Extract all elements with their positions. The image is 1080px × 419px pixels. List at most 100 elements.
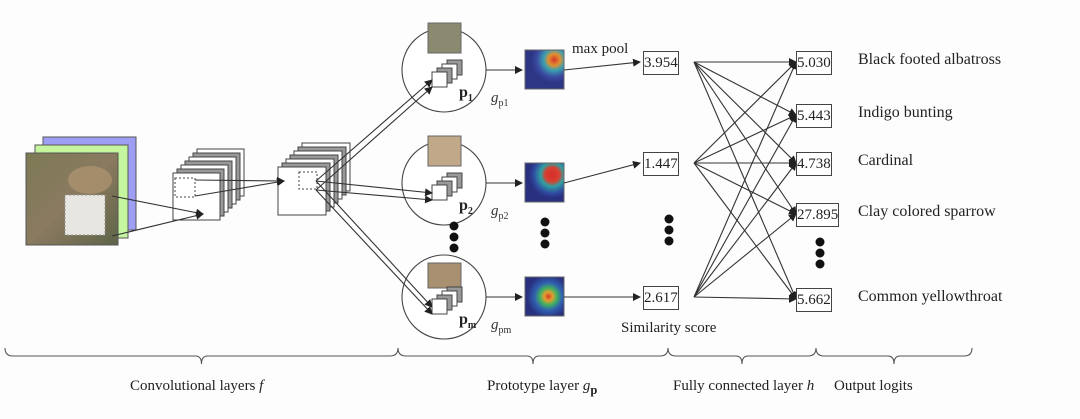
- ellipsis-dots-heatmaps: [540, 217, 550, 227]
- heatmap-to-score-1: [563, 58, 641, 71]
- g-subscript: p2: [498, 211, 509, 222]
- prototype-vector-layer: [431, 298, 448, 315]
- ellipsis-dots-outputs: [815, 237, 825, 247]
- prototype-symbol: p: [459, 197, 468, 214]
- prototype-vector-layer: [431, 184, 448, 201]
- latent-to-prototype-2: [315, 180, 433, 197]
- heatmap-to-score-2: [563, 160, 641, 184]
- fc-connection: [693, 61, 797, 164]
- output-logit-4: 27.895: [796, 203, 840, 227]
- input-arrow-2: [111, 211, 204, 237]
- section-text: Convolutional layers: [130, 378, 260, 394]
- similarity-score-label: Similarity score: [621, 320, 717, 336]
- section-label-2: Prototype layer gp: [487, 378, 597, 398]
- fc-connection: [693, 61, 797, 300]
- section-label-4: Output logits: [834, 378, 913, 395]
- g-subscript: p1: [498, 98, 509, 109]
- section-text: Prototype layer: [487, 378, 583, 394]
- similarity-score-2: 1.447: [643, 152, 679, 176]
- prototype-label-1: p1: [459, 84, 473, 104]
- brace-2: [397, 347, 669, 365]
- prototype-image-1: [427, 22, 462, 54]
- conv-receptive-field: [174, 177, 196, 198]
- ellipsis-dots-outputs: [815, 248, 825, 258]
- input-arrow-1: [111, 195, 204, 217]
- activation-heatmap-1: [524, 49, 565, 90]
- prototype-symbol: p: [459, 84, 468, 101]
- prototype-label-2: p2: [459, 197, 473, 217]
- output-logit-3: 4.738: [796, 152, 832, 176]
- latent-patch: [298, 171, 318, 190]
- g-subscript: pm: [498, 325, 512, 336]
- latent-to-prototype-b-2: [315, 189, 433, 204]
- g-label-1: gp1: [491, 90, 509, 109]
- brace-4: [815, 347, 973, 365]
- g-label-2: gp2: [491, 203, 509, 222]
- brace-3: [667, 347, 817, 365]
- fc-connection: [693, 162, 797, 300]
- g-label-3: gpm: [491, 317, 511, 336]
- bird-head: [68, 166, 112, 194]
- section-label-1: Convolutional layers f: [130, 378, 263, 395]
- prototype-symbol: p: [459, 311, 468, 328]
- g-symbol: g: [491, 203, 499, 219]
- input-patch: [64, 194, 106, 236]
- latent-feature-stack-layer: [277, 166, 327, 216]
- latent-to-prototype-b-1: [315, 86, 433, 191]
- output-logit-5: 5.662: [796, 288, 832, 312]
- prototype-index: 1: [467, 93, 473, 105]
- ellipsis-dots-prototypes: [449, 232, 459, 242]
- prototype-image-3: [427, 262, 462, 289]
- ellipsis-dots-outputs: [815, 259, 825, 269]
- section-symbol-subscript: p: [590, 383, 598, 397]
- section-text: Output logits: [834, 378, 913, 394]
- fc-connection: [693, 294, 797, 303]
- latent-to-prototype-1: [315, 79, 433, 182]
- fc-connection: [693, 61, 797, 215]
- class-label-4: Clay colored sparrow: [858, 203, 996, 220]
- fc-connection: [693, 114, 797, 164]
- prototype-image-2: [427, 135, 462, 167]
- ellipsis-dots-heatmaps: [540, 228, 550, 238]
- section-text: Fully connected layer: [673, 378, 807, 394]
- ellipsis-dots-heatmaps: [540, 239, 550, 249]
- similarity-score-1: 3.954: [643, 51, 679, 75]
- latent-to-prototype-3: [315, 180, 433, 308]
- max-pool-label: max pool: [572, 41, 629, 57]
- latent-to-prototype-b-3: [315, 189, 433, 315]
- fc-connection: [693, 213, 797, 298]
- g-symbol: g: [491, 90, 499, 106]
- fc-connection: [693, 114, 797, 298]
- similarity-score-3: 2.617: [643, 286, 679, 310]
- class-label-2: Indigo bunting: [858, 104, 953, 121]
- g-symbol: g: [491, 317, 499, 333]
- prototype-index: m: [467, 320, 477, 332]
- ellipsis-dots-scores: [664, 236, 674, 246]
- class-label-5: Common yellowthroat: [858, 288, 1003, 305]
- activation-heatmap-2: [524, 162, 565, 203]
- output-logit-2: 5.443: [796, 104, 832, 128]
- conv-arrow-1: [194, 178, 285, 197]
- section-symbol: g: [582, 378, 591, 394]
- prototype-index: 2: [467, 206, 473, 218]
- ellipsis-dots-scores: [664, 225, 674, 235]
- fc-connection: [693, 162, 797, 298]
- class-label-1: Black footed albatross: [858, 51, 1002, 68]
- activation-heatmap-3: [524, 276, 565, 317]
- fc-connection: [693, 61, 797, 116]
- output-logit-1: 5.030: [796, 51, 832, 75]
- conv-arrow-2: [194, 176, 285, 185]
- section-symbol: h: [806, 378, 815, 394]
- class-label-3: Cardinal: [858, 152, 914, 169]
- section-label-3: Fully connected layer h: [673, 378, 814, 395]
- ellipsis-dots-prototypes: [449, 221, 459, 231]
- ellipsis-dots-prototypes: [449, 243, 459, 253]
- prototype-vector-layer: [431, 71, 448, 88]
- ellipsis-dots-scores: [664, 214, 674, 224]
- fc-connection: [693, 162, 797, 215]
- brace-1: [4, 347, 399, 365]
- section-symbol: f: [259, 378, 264, 394]
- prototype-label-3: pm: [459, 311, 476, 331]
